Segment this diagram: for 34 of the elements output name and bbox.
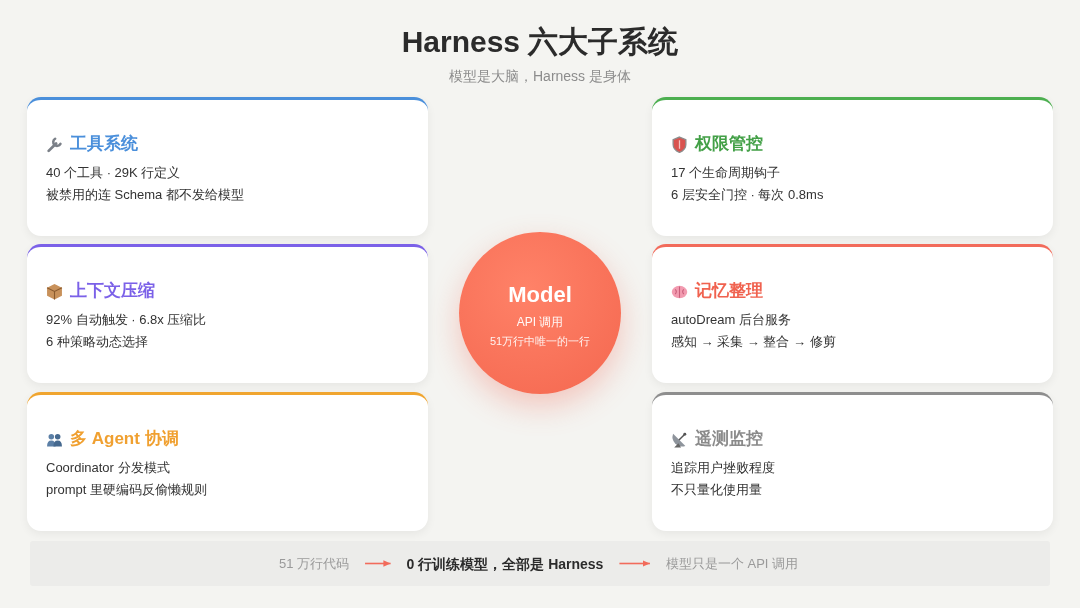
card (27, 244, 428, 383)
card-heading: 上下文压缩 (70, 280, 155, 302)
card-text: 6 种策略动态选择 (46, 333, 148, 351)
title: Harness 六大子系统 (401, 24, 679, 60)
card-heading: 记忆整理 (695, 280, 763, 302)
footer-band (30, 541, 1050, 586)
card (652, 392, 1053, 531)
card-text: 不只量化使用量 (671, 481, 762, 499)
card-text: 感知 → 采集 → 整合 → 修剪 (671, 333, 836, 351)
arrow (618, 560, 651, 567)
card (27, 97, 428, 236)
arrow (364, 560, 392, 567)
card-text: autoDream 后台服务 (671, 311, 791, 329)
circle-text: API 调用 (516, 315, 564, 330)
circle-note: 51万行中唯一的一行 (489, 334, 591, 348)
card (27, 392, 428, 531)
subtitle: 模型是大脑，Harness 是身体 (449, 67, 631, 85)
band-text: 51 万行代码 (262, 554, 366, 573)
card-text: 追踪用户挫败程度 (671, 459, 775, 477)
card-text: 40 个工具 · 29K 行定义 (46, 164, 181, 182)
band-text: 0 行训练模型，全部是 Harness (390, 554, 620, 573)
card-text: 被禁用的连 Schema 都不发给模型 (46, 186, 244, 204)
card-text: 17 个生命周期钩子 (671, 164, 781, 182)
card-heading: 多 Agent 协调 (70, 428, 179, 450)
card-heading: 遥测监控 (695, 428, 763, 450)
card-text: Coordinator 分发模式 (46, 459, 170, 477)
card-text: 92% 自动触发 · 6.8x 压缩比 (46, 311, 207, 329)
card (652, 97, 1053, 236)
card-text: prompt 里硬编码反偷懒规则 (46, 481, 208, 499)
card (652, 244, 1053, 383)
card-heading: 权限管控 (695, 133, 763, 155)
card-heading: 工具系统 (70, 133, 138, 155)
card-text: 6 层安全门控 · 每次 0.8ms (671, 186, 824, 204)
circle-heading: Model (508, 282, 572, 308)
